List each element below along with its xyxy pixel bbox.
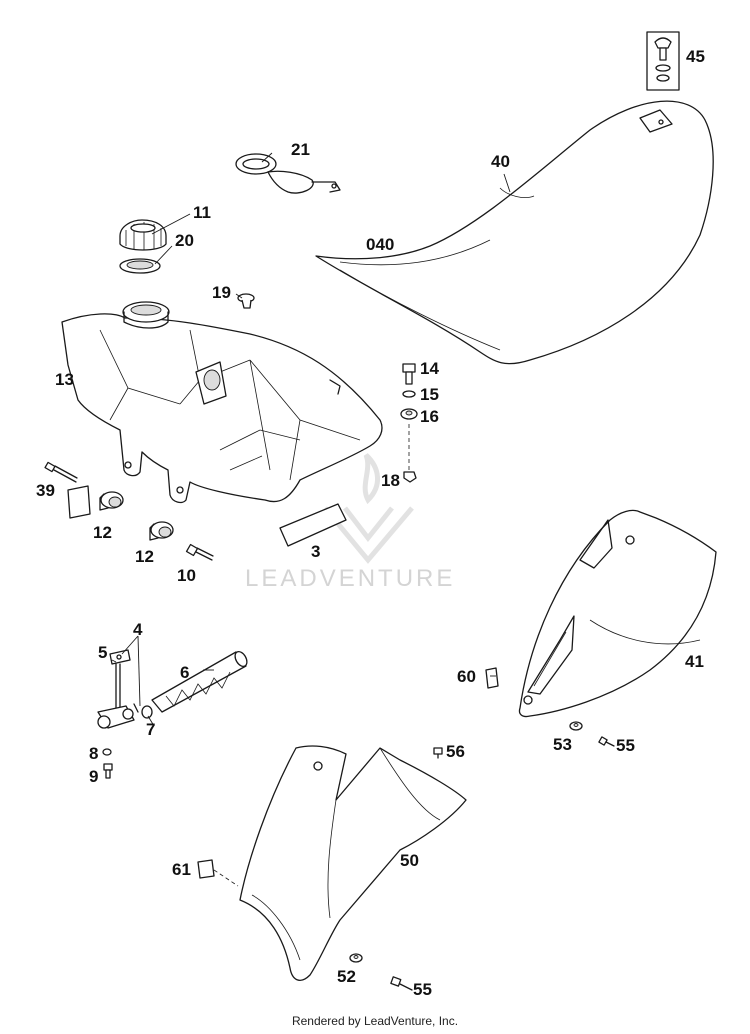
callout-55-b: 55 bbox=[413, 980, 432, 999]
callout-040: 040 bbox=[366, 235, 394, 254]
part-52-washer bbox=[349, 953, 363, 963]
part-3-foam-strip bbox=[279, 503, 347, 547]
callout-8: 8 bbox=[89, 744, 98, 763]
part-4-fuel-tap bbox=[97, 649, 139, 729]
callout-52: 52 bbox=[337, 967, 356, 986]
callout-12-a: 12 bbox=[93, 523, 112, 542]
callout-19: 19 bbox=[212, 283, 231, 302]
callout-21: 21 bbox=[291, 140, 310, 159]
callout-55-a: 55 bbox=[616, 736, 635, 755]
callout-61: 61 bbox=[172, 860, 191, 879]
assembly-line-61 bbox=[213, 869, 239, 887]
callout-41: 41 bbox=[685, 652, 704, 671]
callout-3: 3 bbox=[311, 542, 320, 561]
callout-56: 56 bbox=[446, 742, 465, 761]
part-55-screw-a bbox=[598, 736, 615, 747]
callout-20: 20 bbox=[175, 231, 194, 250]
watermark-text: LEADVENTURE bbox=[245, 565, 455, 592]
part-61-clip bbox=[197, 859, 215, 879]
part-53-washer bbox=[569, 721, 583, 731]
part-11-fuel-cap bbox=[119, 219, 167, 251]
part-20-seal bbox=[119, 258, 161, 274]
callout-9: 9 bbox=[89, 767, 98, 786]
part-41-side-panel bbox=[518, 509, 717, 718]
part-45-screw-kit bbox=[646, 31, 680, 91]
callout-50: 50 bbox=[400, 851, 419, 870]
callout-16: 16 bbox=[420, 407, 439, 426]
callout-11: 11 bbox=[193, 203, 211, 222]
part-16-grommet bbox=[400, 408, 418, 420]
part-14-screw bbox=[402, 363, 416, 385]
callout-45: 45 bbox=[686, 47, 705, 66]
callout-39: 39 bbox=[36, 481, 55, 500]
part-6-fuel-hose bbox=[151, 650, 248, 713]
part-39-screw bbox=[44, 461, 91, 519]
part-21-boot bbox=[235, 153, 341, 194]
part-12-bushing-a bbox=[99, 491, 124, 511]
callout-40: 40 bbox=[491, 152, 510, 171]
part-10-bolt bbox=[185, 543, 214, 561]
callout-4: 4 bbox=[133, 620, 143, 639]
part-8-gasket bbox=[102, 748, 112, 756]
part-15-washer bbox=[402, 390, 416, 398]
callout-labels: 45 21 40 040 11 20 19 13 14 15 16 18 39 … bbox=[36, 47, 705, 999]
part-55-screw-b bbox=[390, 976, 413, 991]
part-18-nut bbox=[403, 471, 417, 483]
callout-6: 6 bbox=[180, 663, 189, 682]
callout-13: 13 bbox=[55, 370, 74, 389]
part-56-screw bbox=[433, 747, 443, 759]
part-13-fuel-tank bbox=[61, 301, 383, 504]
part-12-bushing-b bbox=[149, 521, 174, 541]
callout-18: 18 bbox=[381, 471, 400, 490]
leader-lines bbox=[111, 152, 511, 727]
callout-14: 14 bbox=[420, 359, 439, 378]
part-19-grommet bbox=[237, 293, 255, 309]
footer-credit: Rendered by LeadVenture, Inc. bbox=[291, 1014, 459, 1028]
callout-53: 53 bbox=[553, 735, 572, 754]
part-7-clamp bbox=[141, 705, 153, 719]
watermark-logo: LEADVENTURE bbox=[245, 453, 455, 592]
callout-10: 10 bbox=[177, 566, 196, 585]
part-40-seat bbox=[315, 100, 714, 365]
part-9-screw bbox=[103, 763, 113, 779]
callout-60: 60 bbox=[457, 667, 476, 686]
callout-15: 15 bbox=[420, 385, 439, 404]
part-60-clip bbox=[485, 667, 499, 689]
callout-7: 7 bbox=[146, 720, 155, 739]
part-50-side-panel bbox=[239, 745, 467, 981]
callout-5: 5 bbox=[98, 643, 107, 662]
callout-12-b: 12 bbox=[135, 547, 154, 566]
